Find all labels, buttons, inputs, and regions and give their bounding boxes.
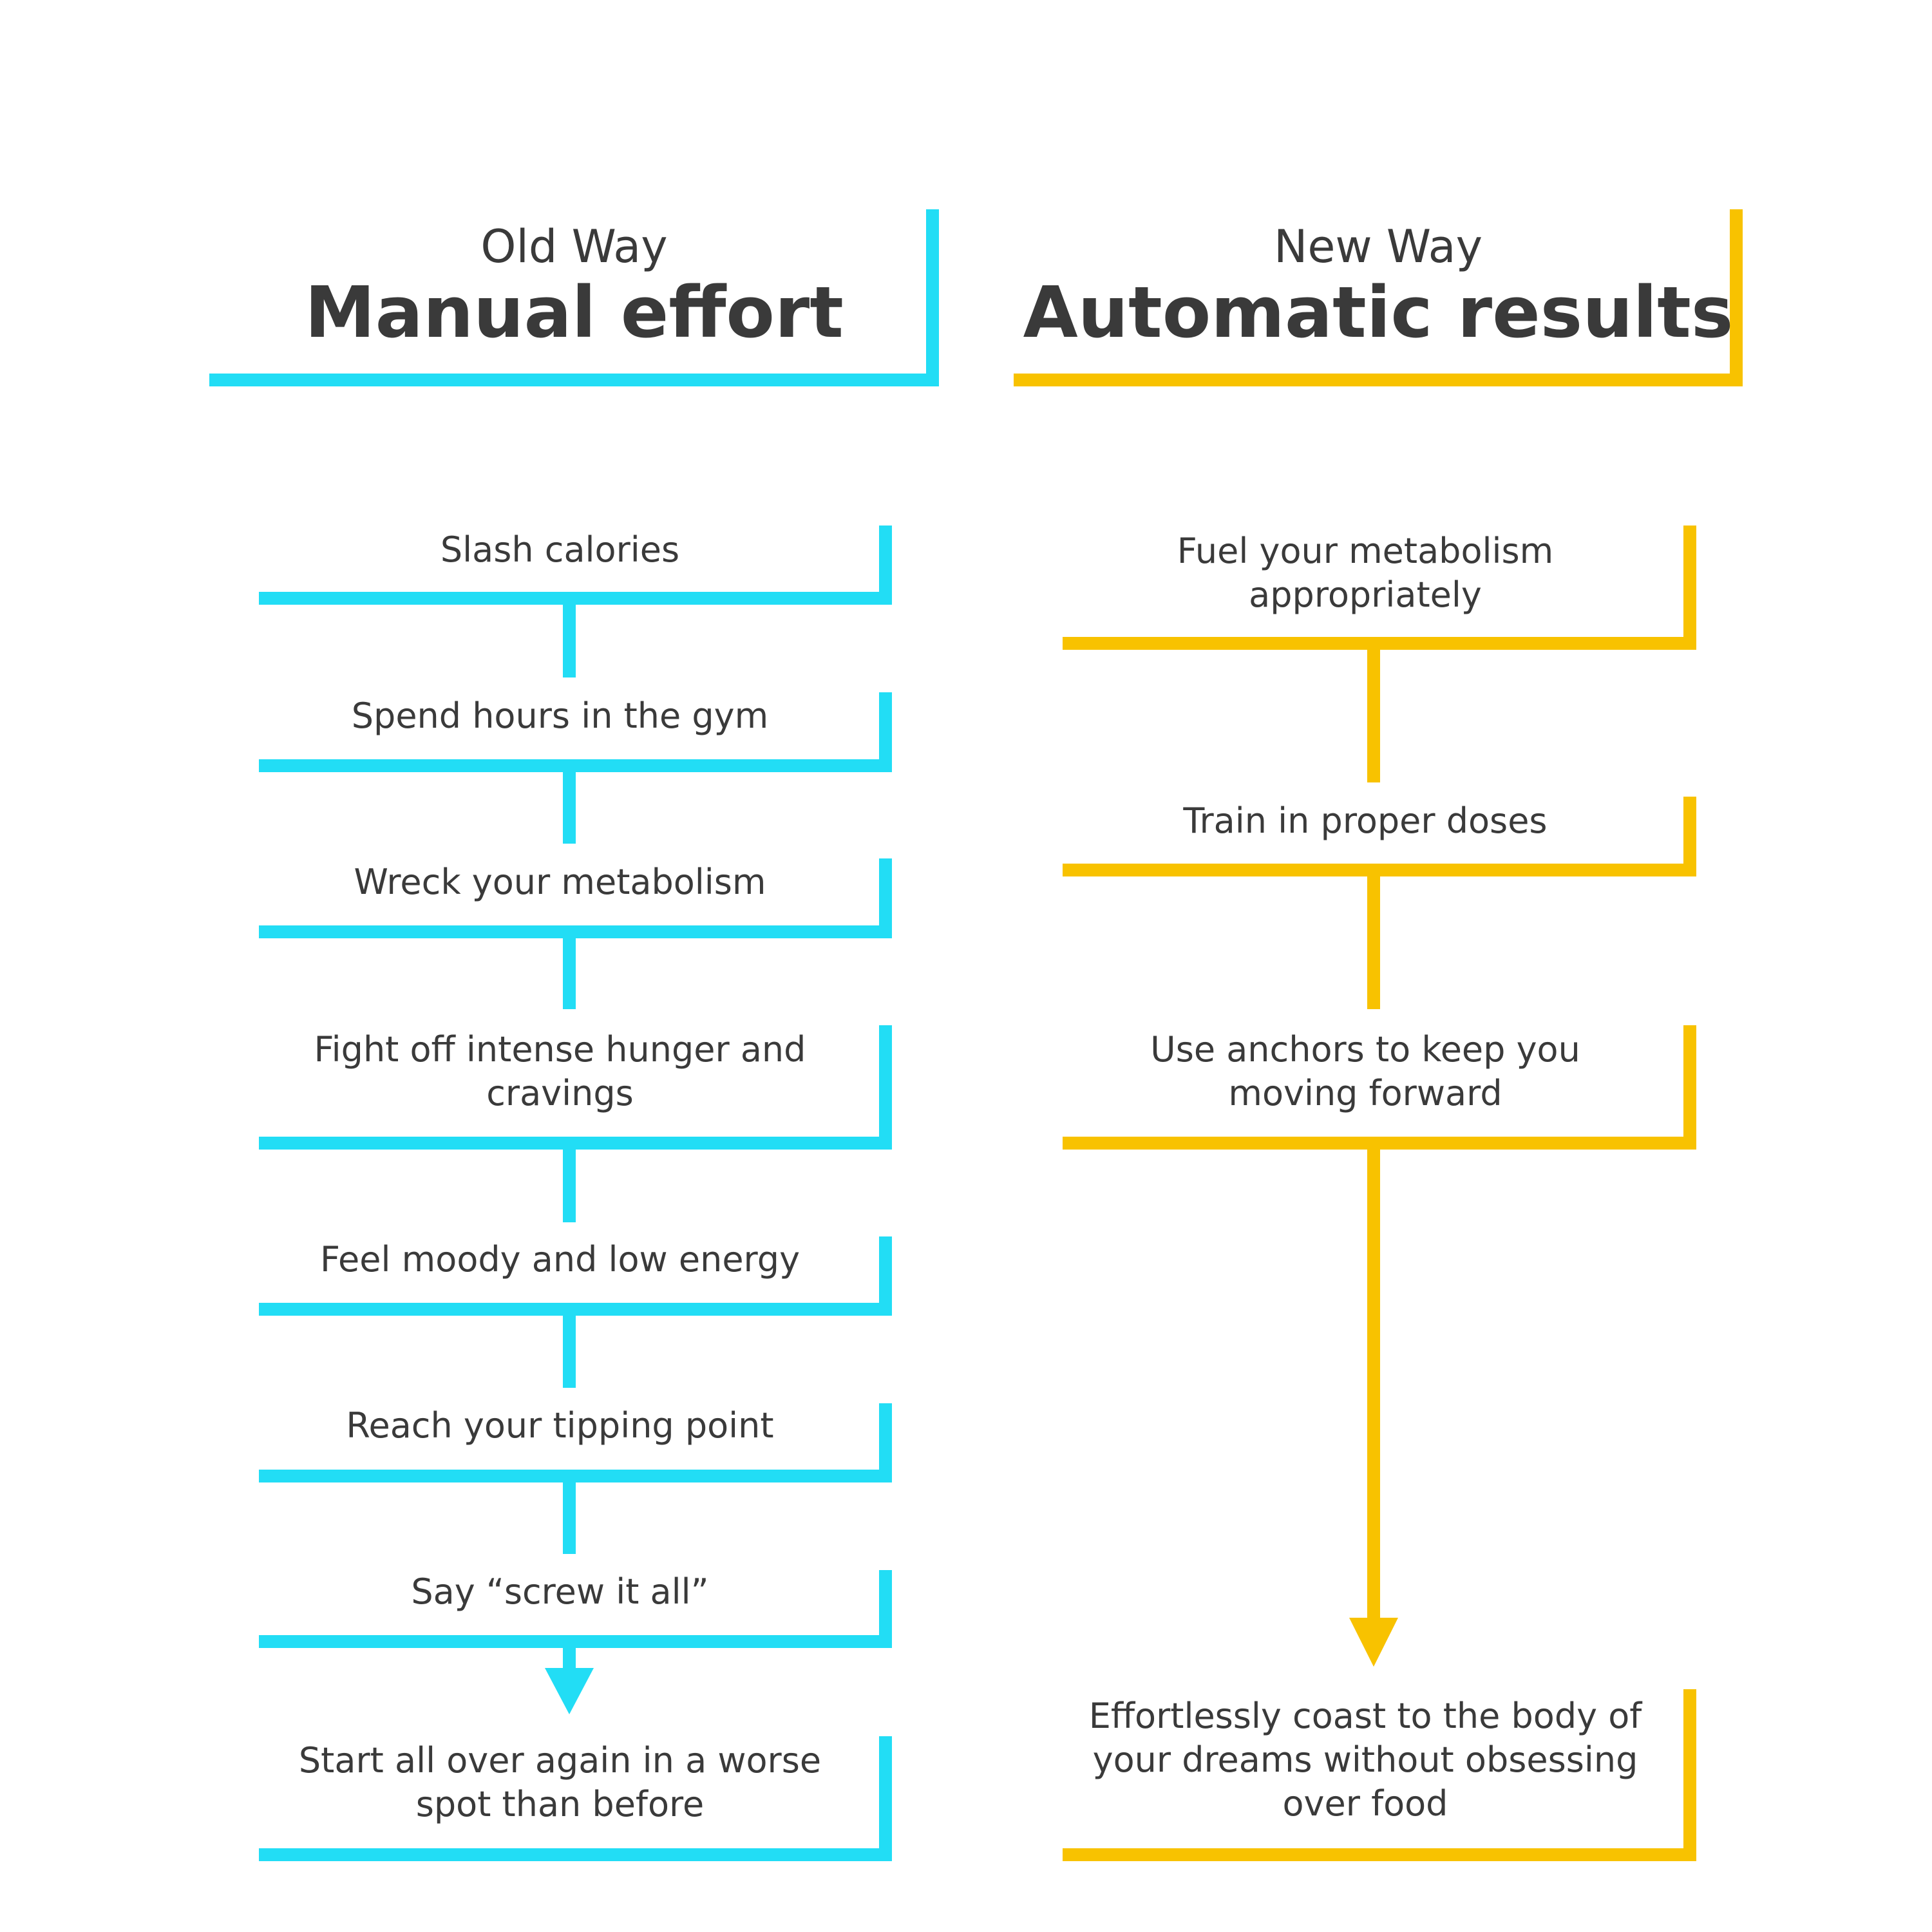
old-step-1-bracket (259, 526, 892, 605)
new-step-1-bracket (1063, 526, 1696, 650)
old-step-3: Wreck your metabolism (354, 862, 766, 902)
old-step-3-bracket (259, 858, 892, 938)
old-way-subtitle: Old Way (480, 220, 668, 273)
old-step-4: Fight off intense hunger and cravings (314, 1029, 806, 1113)
old-way-header-bracket (209, 209, 939, 386)
old-step-5: Feel moody and low energy (319, 1239, 800, 1280)
new-way-subtitle: New Way (1274, 220, 1482, 273)
old-step-2: Spend hours in the gym (351, 696, 769, 736)
new-arrowhead-icon (1349, 1618, 1398, 1667)
new-way-header-bracket (1014, 209, 1743, 386)
old-step-8-bracket (259, 1736, 892, 1861)
old-arrowhead-icon (545, 1668, 594, 1714)
new-step-2: Train in proper doses (1183, 800, 1548, 841)
new-step-2-bracket (1063, 797, 1696, 876)
old-step-7: Say “screw it all” (411, 1571, 709, 1612)
old-step-1: Slash calories (440, 529, 680, 570)
old-step-8: Start all over again in a worse spot tha… (298, 1740, 822, 1824)
new-step-4: Effortlessly coast to the body of your d… (1088, 1696, 1642, 1824)
old-step-6: Reach your tipping point (346, 1405, 774, 1446)
new-step-4-bracket (1063, 1689, 1696, 1861)
old-step-5-bracket (259, 1236, 892, 1316)
old-way-title: Manual effort (305, 271, 844, 354)
new-step-3: Use anchors to keep you moving forward (1150, 1029, 1580, 1113)
old-step-4-bracket (259, 1025, 892, 1150)
old-step-6-bracket (259, 1403, 892, 1482)
new-step-3-bracket (1063, 1025, 1696, 1150)
new-way-title: Automatic results (1023, 271, 1734, 354)
old-step-2-bracket (259, 692, 892, 772)
old-step-7-bracket (259, 1570, 892, 1648)
new-step-1: Fuel your metabolism appropriately (1177, 531, 1554, 615)
